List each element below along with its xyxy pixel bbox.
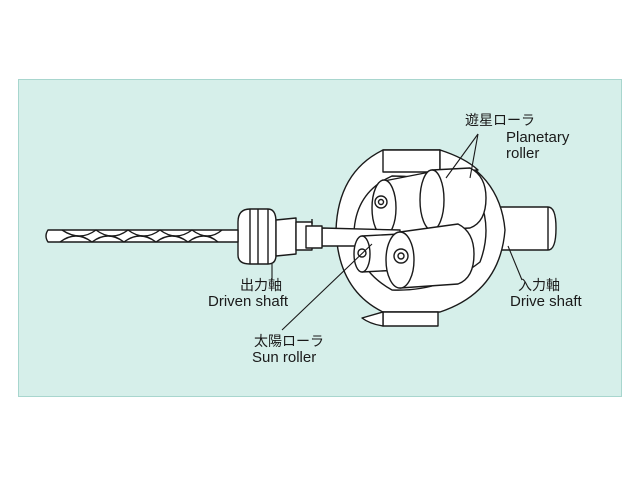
planetary-roller-lower (385, 223, 475, 289)
label-drive-jp: 入力軸 (518, 278, 560, 294)
drive-shaft (494, 206, 557, 251)
label-driven-jp: 出力軸 (240, 278, 282, 294)
label-planetary-jp: 遊星ローラ (465, 113, 535, 129)
leader-lines (271, 133, 523, 331)
label-planetary-en-1: Planetary (506, 129, 570, 146)
leader-planetary-1 (445, 133, 479, 179)
label-drive-en: Drive shaft (510, 293, 583, 310)
planetary-roller-upper-right (419, 167, 487, 231)
leader-sun (281, 243, 373, 331)
label-driven-en: Driven shaft (208, 293, 289, 310)
leader-planetary-2 (469, 133, 479, 179)
drill-bit (45, 229, 239, 243)
label-sun-en: Sun roller (252, 349, 316, 366)
chuck (237, 208, 323, 265)
leader-drive (507, 245, 523, 281)
label-sun-jp: 太陽ローラ (254, 334, 324, 350)
label-planetary-en-2: roller (506, 145, 539, 162)
